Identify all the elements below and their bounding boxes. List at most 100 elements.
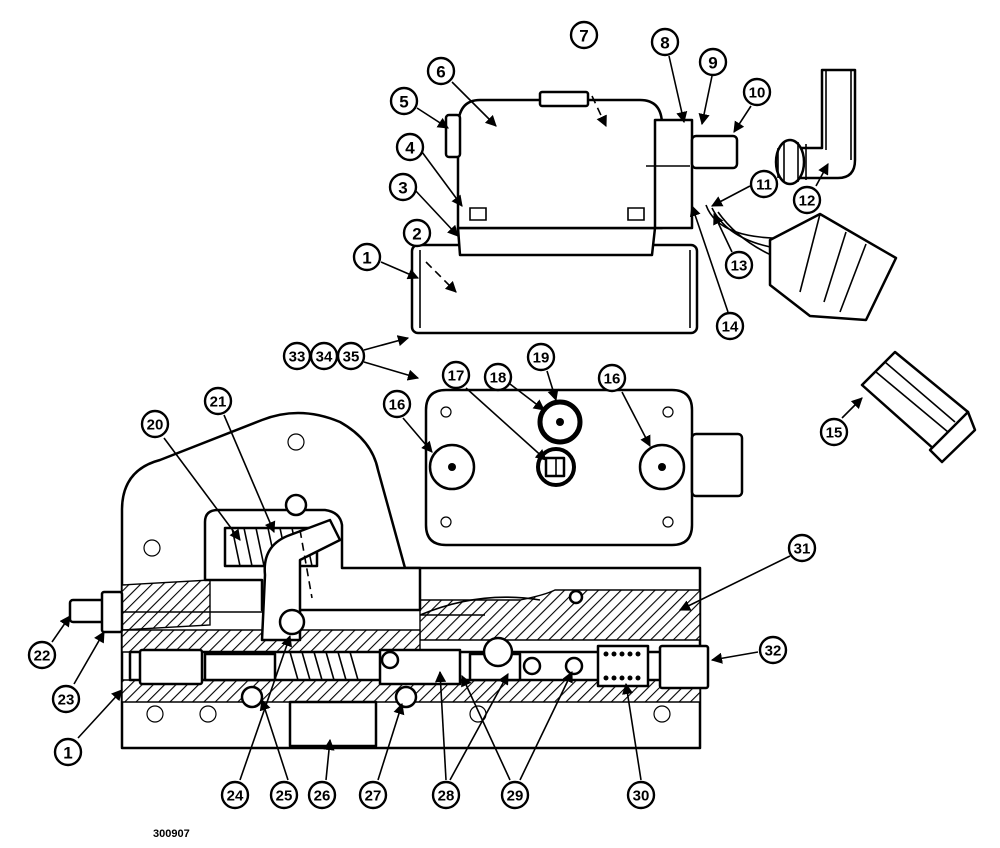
callout-c24: 24 <box>220 780 250 810</box>
callout-c18: 18 <box>483 362 513 392</box>
callout-circle <box>140 409 170 439</box>
callout-c13: 13 <box>724 250 754 280</box>
callout-c1a: 1 <box>352 242 382 272</box>
callout-circle <box>792 185 822 215</box>
callout-circle <box>307 780 337 810</box>
leader-lines <box>51 55 863 781</box>
solenoid-flange <box>456 226 657 257</box>
callout-label: 21 <box>210 394 227 411</box>
callout-c35: 35 <box>336 341 366 371</box>
callout-label: 8 <box>660 34 669 53</box>
callout-c15: 15 <box>819 417 849 447</box>
plug <box>288 700 378 748</box>
callout-label: 29 <box>507 788 524 805</box>
callout-label: 19 <box>533 350 550 367</box>
callout-circle <box>698 47 728 77</box>
callout-c26: 26 <box>307 780 337 810</box>
callout-label: 18 <box>490 370 507 387</box>
callout-c14: 14 <box>715 311 745 341</box>
callout-c27: 27 <box>358 780 388 810</box>
callout-circle <box>395 132 425 162</box>
callout-label: 26 <box>314 788 331 805</box>
callout-circle <box>483 362 513 392</box>
callout-circle <box>336 341 366 371</box>
callout-circle <box>389 86 419 116</box>
callout-c8: 8 <box>650 27 680 57</box>
callout-label: 1 <box>63 744 72 763</box>
callout-circle <box>431 780 461 810</box>
callout-label: 33 <box>289 349 306 366</box>
callout-c22: 22 <box>27 640 57 670</box>
callout-c16a: 16 <box>382 389 412 419</box>
callout-circle <box>402 218 432 248</box>
solenoid-top-clip <box>538 90 590 108</box>
callout-circle <box>426 56 456 86</box>
lock-nut <box>100 590 124 634</box>
callout-label: 16 <box>389 397 406 414</box>
callout-c25: 25 <box>269 780 299 810</box>
callout-label: 20 <box>147 417 164 434</box>
callout-label: 34 <box>316 349 333 366</box>
callout-circle <box>51 684 81 714</box>
callout-c7: 7 <box>569 20 599 50</box>
solenoid-assembly <box>410 68 898 335</box>
callout-label: 25 <box>276 788 293 805</box>
callout-label: 16 <box>604 371 621 388</box>
callout-label: 1 <box>362 249 371 268</box>
callout-circle <box>352 242 382 272</box>
callout-c29: 29 <box>500 780 530 810</box>
callout-label: 5 <box>399 93 408 112</box>
callout-circle <box>388 172 418 202</box>
callout-circle <box>358 780 388 810</box>
harness-connector <box>768 212 898 322</box>
callout-circle <box>526 342 556 372</box>
callout-c11: 11 <box>749 169 779 199</box>
terminal-connector <box>860 350 977 464</box>
callout-circle <box>203 386 233 416</box>
callout-circle <box>220 780 250 810</box>
callout-label: 35 <box>343 349 360 366</box>
callout-c31: 31 <box>787 533 817 563</box>
callout-label: 24 <box>227 788 244 805</box>
callout-circle <box>500 780 530 810</box>
callout-circle <box>758 635 788 665</box>
connector-housing <box>653 118 694 230</box>
callout-label: 13 <box>731 258 748 275</box>
callout-label: 4 <box>405 139 415 158</box>
callout-circle <box>715 311 745 341</box>
callout-circle <box>569 20 599 50</box>
connector-boss <box>690 134 739 170</box>
callout-label: 7 <box>579 27 588 46</box>
callout-label: 9 <box>708 54 717 73</box>
figure-number: 300907 <box>153 828 190 840</box>
callout-circle <box>749 169 779 199</box>
callout-c6: 6 <box>426 56 456 86</box>
callout-circle <box>742 77 772 107</box>
callout-c23: 23 <box>51 684 81 714</box>
callout-c12: 12 <box>792 185 822 215</box>
callout-label: 6 <box>436 63 445 82</box>
callout-label: 27 <box>365 788 382 805</box>
callout-label: 12 <box>799 193 816 210</box>
elbow-connector <box>774 68 857 186</box>
callout-circle <box>787 533 817 563</box>
callout-label: 11 <box>756 177 772 194</box>
callout-label: 22 <box>34 648 51 665</box>
side-pin <box>444 113 462 159</box>
callout-label: 30 <box>633 788 650 805</box>
callout-circle <box>441 360 471 390</box>
callout-label: 10 <box>749 85 766 102</box>
callout-circle <box>650 27 680 57</box>
callout-circle <box>724 250 754 280</box>
callout-label: 28 <box>438 788 455 805</box>
callout-label: 17 <box>448 368 465 385</box>
callout-c28: 28 <box>431 780 461 810</box>
callout-circle <box>53 737 83 767</box>
callout-c20: 20 <box>140 409 170 439</box>
spring-pack <box>603 651 641 681</box>
callout-c34: 34 <box>309 341 339 371</box>
callout-circle <box>626 780 656 810</box>
callout-c32: 32 <box>758 635 788 665</box>
